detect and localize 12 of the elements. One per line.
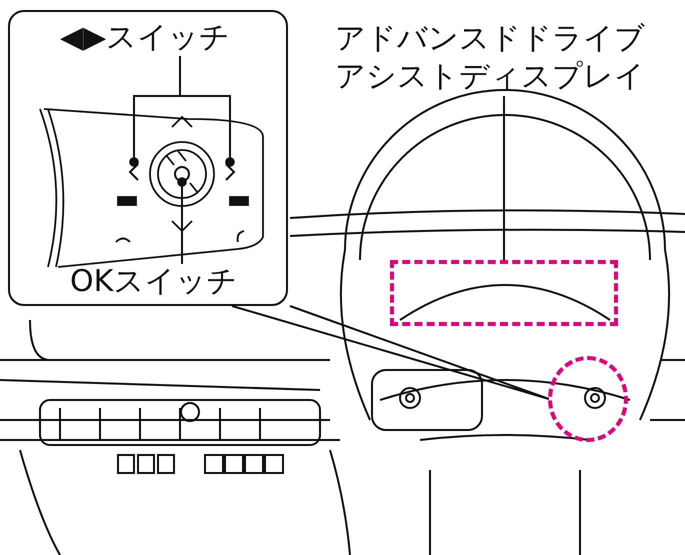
callout-text: ◀▶スイッチ bbox=[60, 20, 230, 56]
inset-panel bbox=[8, 10, 288, 306]
chevron-mark bbox=[224, 162, 236, 182]
callout-text: OKスイッチ bbox=[70, 264, 238, 300]
leader-line bbox=[177, 177, 187, 264]
callout-text: アドバンスドドライブアシストディスプレイ bbox=[335, 20, 645, 96]
chevron-mark bbox=[128, 162, 140, 182]
leader-line bbox=[179, 56, 235, 167]
leader-line bbox=[503, 96, 505, 260]
highlight-circle bbox=[548, 356, 628, 442]
highlight-frame bbox=[390, 260, 618, 326]
leader-line bbox=[231, 305, 550, 400]
